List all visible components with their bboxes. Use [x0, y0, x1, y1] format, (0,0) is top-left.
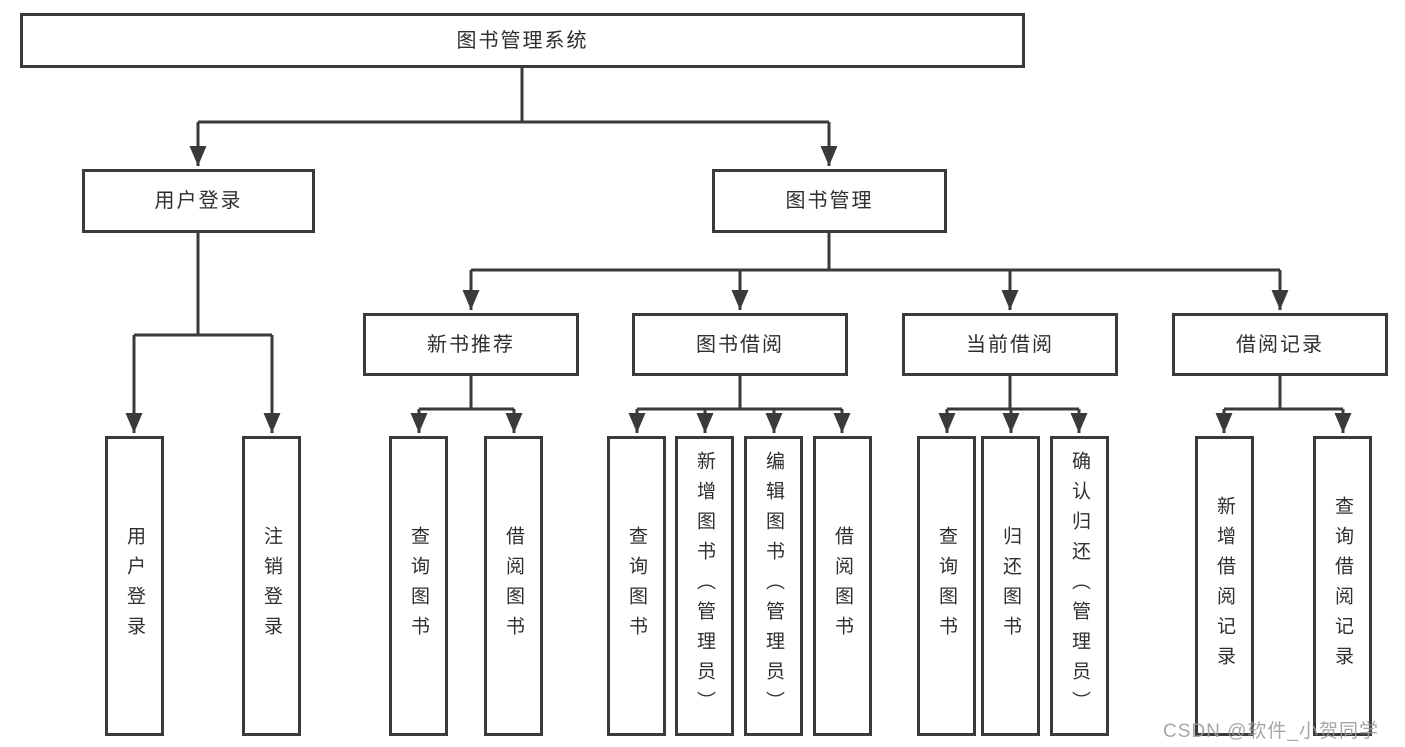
leaf-current-return-book: 归还图书 — [981, 436, 1040, 736]
leaf-borrow-query-book: 查询图书 — [607, 436, 666, 736]
leaf-borrow-borrow-book: 借阅图书 — [813, 436, 872, 736]
node-current-borrowing: 当前借阅 — [902, 313, 1118, 376]
leaf-newrec-borrow-book: 借阅图书 — [484, 436, 543, 736]
node-book-borrowing: 图书借阅 — [632, 313, 848, 376]
leaf-current-query-book: 查询图书 — [917, 436, 976, 736]
node-book-management: 图书管理 — [712, 169, 947, 233]
node-new-book-recommend: 新书推荐 — [363, 313, 579, 376]
leaf-borrow-edit-book-admin: 编辑图书（管理员） — [744, 436, 803, 736]
node-library-system: 图书管理系统 — [20, 13, 1025, 68]
node-borrowing-records: 借阅记录 — [1172, 313, 1388, 376]
leaf-records-add-record: 新增借阅记录 — [1195, 436, 1254, 736]
leaf-borrow-add-book-admin: 新增图书（管理员） — [675, 436, 734, 736]
leaf-logout: 注销登录 — [242, 436, 301, 736]
watermark: CSDN @软件_小贺同学 — [1163, 721, 1379, 742]
leaf-newrec-query-book: 查询图书 — [389, 436, 448, 736]
leaf-records-query-record: 查询借阅记录 — [1313, 436, 1372, 736]
leaf-current-confirm-return-admin: 确认归还（管理员） — [1050, 436, 1109, 736]
leaf-user-login: 用户登录 — [105, 436, 164, 736]
node-user-login: 用户登录 — [82, 169, 315, 233]
